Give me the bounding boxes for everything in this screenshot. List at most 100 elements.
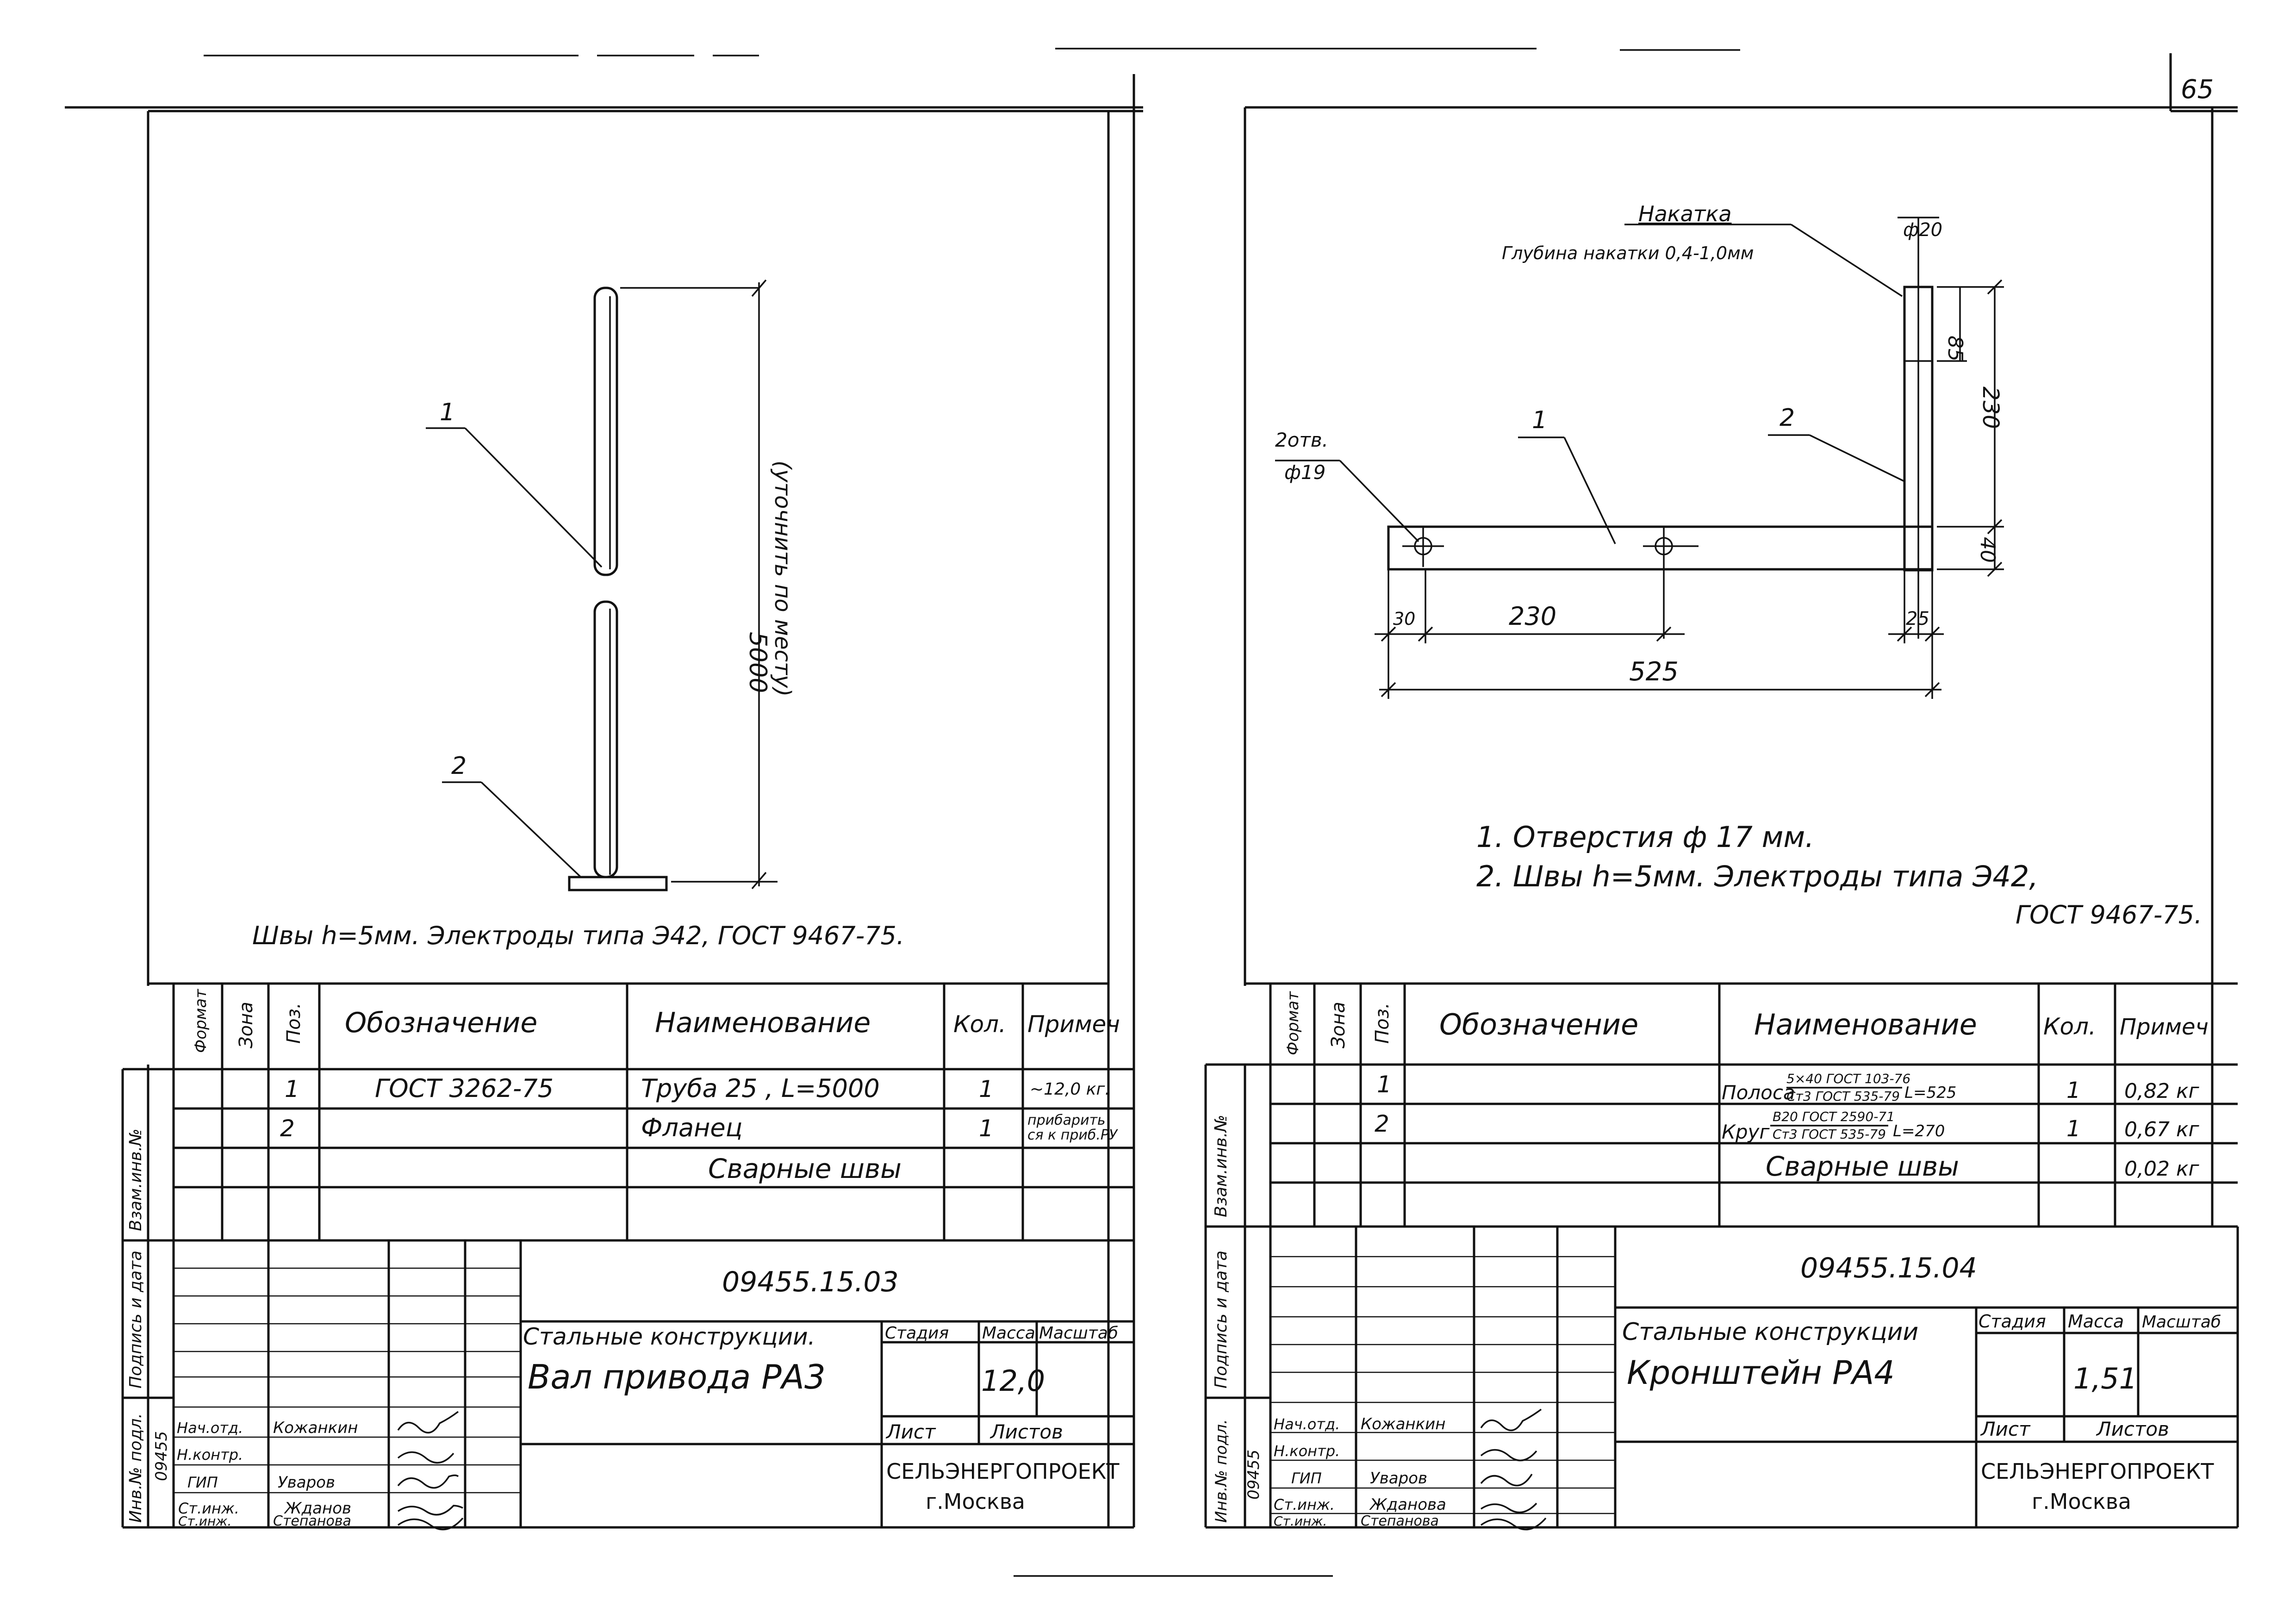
sheet-2-side-strip: Взам.инв.№ Подпись и дата Инв.№ подл. 09… <box>1204 1063 1270 1529</box>
names-1-c: Уваров <box>278 1473 335 1492</box>
side-inv-number-1: 09455 <box>152 1431 171 1481</box>
roles-1-a: Нач.отд. <box>177 1419 243 1437</box>
row2-1-note: 0,82 кг <box>2124 1079 2200 1103</box>
hdr-designation-1: Обозначение <box>345 1007 537 1039</box>
side-sign-date-2: Подпись и дата <box>1212 1251 1231 1389</box>
hdr-note-2: Примеч <box>2120 1014 2209 1040</box>
org-name-2: СЕЛЬЭНЕРГОПРОЕКТ <box>1981 1459 2214 1484</box>
row2-2-note: 0,67 кг <box>2124 1118 2200 1141</box>
col-scale-2: Масштаб <box>2142 1313 2221 1332</box>
hdr-zone-2: Зона <box>1328 1002 1349 1048</box>
pipe-length-dim: 5000 <box>744 632 772 693</box>
side-inv-number-2: 09455 <box>1244 1450 1263 1500</box>
pos-1-label: 1 <box>1532 406 1547 434</box>
row-1-qty: 1 <box>979 1076 994 1102</box>
hdr-name-2: Наименование <box>1754 1008 1977 1041</box>
row2-2-length: L=270 <box>1893 1122 1945 1140</box>
side-inv-orig-2: Инв.№ подл. <box>1212 1419 1231 1523</box>
doc-category-2: Стальные конструкции <box>1622 1318 1918 1346</box>
row2-1-frac-bottom: Ст3 ГОСТ 535-79 <box>1786 1089 1900 1104</box>
row2-2-frac-bottom: Ст3 ГОСТ 535-79 <box>1773 1127 1886 1142</box>
row2-3-name: Сварные швы <box>1766 1151 1959 1182</box>
row-1-pos: 1 <box>285 1076 299 1102</box>
hdr-format-2: Формат <box>1284 991 1302 1055</box>
names-2-e: Степанова <box>1361 1513 1439 1529</box>
side-sign-date-1: Подпись и дата <box>126 1251 145 1389</box>
weld-note-1: Швы h=5мм. Электроды типа Э42, ГОСТ 9467… <box>252 921 904 950</box>
names-1-e: Степанова <box>273 1513 351 1529</box>
table-row: 2 Круг В20 ГОСТ 2590-71 Ст3 ГОСТ 535-79 … <box>1375 1109 2200 1143</box>
row2-2-qty: 1 <box>2066 1116 2081 1142</box>
top-scan-lines <box>204 48 1740 1577</box>
names-1-d: Жданов <box>284 1499 351 1518</box>
doc-title-1: Вал привода РА3 <box>528 1358 826 1396</box>
sheet-2: ф20 85 230 40 <box>1204 106 2239 1531</box>
row2-3-note: 0,02 кг <box>2124 1157 2200 1181</box>
table-row: 1 ГОСТ 3262-75 Труба 25 , L=5000 1 ~12,0… <box>285 1074 1110 1103</box>
sheet-2-spec-table: Формат Зона Поз. Обозначение Наименовани… <box>1269 984 2238 1228</box>
roles-1-b: Н.контр. <box>177 1446 243 1464</box>
note-2: 2. Швы h=5мм. Электроды типа Э42, <box>1476 859 2038 893</box>
roles-2-c: ГИП <box>1291 1470 1322 1487</box>
dim-30: 30 <box>1393 609 1415 629</box>
rod-dia-label: ф20 <box>1903 219 1942 241</box>
doc-code-1: 09455.15.03 <box>722 1266 899 1298</box>
table-row: Сварные швы 0,02 кг <box>1766 1151 2200 1182</box>
note-1: 1. Отверстия ф 17 мм. <box>1476 820 1814 854</box>
bracket-drawing: ф20 85 230 40 <box>1275 201 2004 699</box>
dim-230-vert: 230 <box>1978 386 2004 429</box>
page-number: 65 <box>2181 75 2214 105</box>
row2-1-length: L=525 <box>1904 1084 1956 1102</box>
col-stage-1: Стадия <box>885 1324 949 1343</box>
row2-2-name: Круг <box>1722 1121 1770 1143</box>
holes-label: 2отв. <box>1275 429 1328 451</box>
row2-1-qty: 1 <box>2066 1077 2081 1103</box>
hdr-qty-1: Кол. <box>953 1011 1006 1038</box>
row2-2-pos: 2 <box>1375 1110 1389 1137</box>
row-2-note-cont: ся к приб.РУ <box>1027 1127 1118 1143</box>
row2-1-name: Полоса <box>1722 1081 1795 1104</box>
note-2-cont: ГОСТ 9467-75. <box>2016 900 2202 929</box>
sheet-1: 5000 (уточнить по месту) 1 2 Швы h=5мм. … <box>65 74 1143 1531</box>
roles-1-c: ГИП <box>187 1474 218 1491</box>
table-row: Сварные швы <box>708 1153 902 1184</box>
row-2-pos: 2 <box>280 1115 295 1142</box>
hdr-zone-1: Зона <box>236 1002 257 1048</box>
pipe-length-note: (уточнить по месту) <box>770 461 796 697</box>
hdr-name-1: Наименование <box>655 1007 871 1039</box>
col-scale-1: Масштаб <box>1039 1324 1118 1343</box>
row-1-name: Труба 25 , L=5000 <box>641 1074 880 1103</box>
doc-title-2: Кронштейн РА4 <box>1627 1354 1895 1392</box>
row-1-note: ~12,0 кг. <box>1030 1080 1110 1099</box>
dim-40: 40 <box>1976 537 1999 563</box>
knurl-label: Накатка <box>1638 201 1732 226</box>
sheets-label-1: Листов <box>989 1420 1063 1443</box>
knurl-depth-label: Глубина накатки 0,4-1,0мм <box>1502 243 1754 263</box>
side-inv-orig-1: Инв.№ подл. <box>126 1413 145 1523</box>
roles-2-b: Н.контр. <box>1274 1442 1340 1460</box>
sheet-label-2: Лист <box>1980 1418 2031 1440</box>
sheet-2-title-block: Нач.отд. Н.контр. ГИП Ст.инж. Ст.инж. Ко… <box>1269 1227 2239 1531</box>
side-replace-inv-1: Взам.инв.№ <box>126 1128 145 1231</box>
sheet-2-notes: 1. Отверстия ф 17 мм. 2. Швы h=5мм. Элек… <box>1476 820 2202 929</box>
leader-1-label: 1 <box>440 399 455 426</box>
signatures-2 <box>1480 1408 1547 1531</box>
sheets-label-2: Листов <box>2096 1418 2169 1440</box>
row-3-name: Сварные швы <box>708 1153 902 1184</box>
row-1-designation: ГОСТ 3262-75 <box>375 1074 554 1103</box>
table-row: 1 Полоса 5×40 ГОСТ 103-76 Ст3 ГОСТ 535-7… <box>1377 1071 2200 1104</box>
hdr-pos-2: Поз. <box>1372 1003 1393 1044</box>
row2-1-pos: 1 <box>1377 1071 1392 1098</box>
table-row: 2 Фланец 1 прибарить ся к приб.РУ <box>280 1112 1118 1143</box>
sheet-1-side-strip: Взам.инв.№ Подпись и дата Инв.№ подл. 09… <box>121 1065 174 1529</box>
names-2-c: Уваров <box>1370 1469 1427 1488</box>
dim-85: 85 <box>1943 336 1967 361</box>
org-name-1: СЕЛЬЭНЕРГОПРОЕКТ <box>886 1459 1120 1484</box>
sheet-1-spec-table: Формат Зона Поз. Обозначение Наименовани… <box>172 984 1134 1242</box>
roles-2-d: Ст.инж. <box>1274 1496 1335 1513</box>
names-2-a: Кожанкин <box>1361 1415 1446 1433</box>
hdr-format-1: Формат <box>192 989 210 1053</box>
mass-value-2: 1,51 <box>2073 1362 2137 1395</box>
roles-1-d: Ст.инж. <box>178 1500 239 1517</box>
names-2-d: Жданова <box>1369 1495 1446 1514</box>
